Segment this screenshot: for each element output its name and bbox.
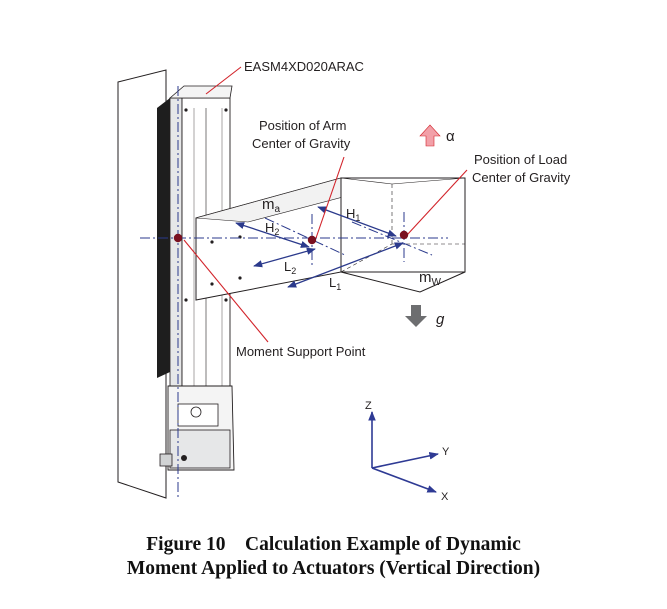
y-axis-label: Y bbox=[442, 446, 450, 458]
y-axis bbox=[371, 452, 439, 469]
figure-caption-line2: Moment Applied to Actuators (Vertical Di… bbox=[126, 558, 541, 579]
gravity-arrow-icon bbox=[405, 305, 427, 327]
alpha-arrow-icon bbox=[419, 124, 441, 147]
l1-arrow bbox=[287, 242, 404, 288]
moment-support-label: Moment Support Point bbox=[236, 344, 366, 359]
x-axis bbox=[371, 467, 437, 493]
ma-symbol: ma bbox=[262, 196, 281, 215]
load-cog-label-line2: Center of Gravity bbox=[472, 170, 571, 185]
z-axis-label: Z bbox=[365, 400, 372, 412]
leader-lines bbox=[183, 66, 468, 343]
coordinate-axes bbox=[368, 411, 439, 493]
load-cog-label-line1: Position of Load bbox=[474, 152, 567, 167]
mounting-plate bbox=[117, 69, 167, 499]
model-label: EASM4XD020ARAC bbox=[244, 59, 364, 74]
alpha-symbol: α bbox=[446, 128, 455, 145]
h2-symbol: H2 bbox=[265, 220, 279, 237]
mw-symbol: mW bbox=[419, 269, 442, 288]
dimension-arrows bbox=[235, 206, 404, 288]
g-symbol: g bbox=[436, 311, 445, 328]
arm-cog-label-line2: Center of Gravity bbox=[252, 136, 351, 151]
arm-cog-label-line1: Position of Arm bbox=[259, 118, 346, 133]
x-axis-label: X bbox=[441, 491, 449, 503]
moment-support-point bbox=[173, 233, 183, 243]
l2-symbol: L2 bbox=[284, 259, 296, 276]
l1-symbol: L1 bbox=[329, 275, 341, 292]
h1-arrow bbox=[317, 206, 397, 237]
actuator-diagram: α g EASM4XD020ARAC Position of Arm Cente… bbox=[117, 59, 571, 503]
h1-symbol: H1 bbox=[346, 206, 360, 223]
motor-block bbox=[159, 385, 235, 471]
load-cog-point bbox=[399, 230, 409, 240]
arm-cog-point bbox=[307, 235, 317, 245]
figure-caption-line1: Figure 10 Calculation Example of Dynamic bbox=[146, 534, 521, 555]
